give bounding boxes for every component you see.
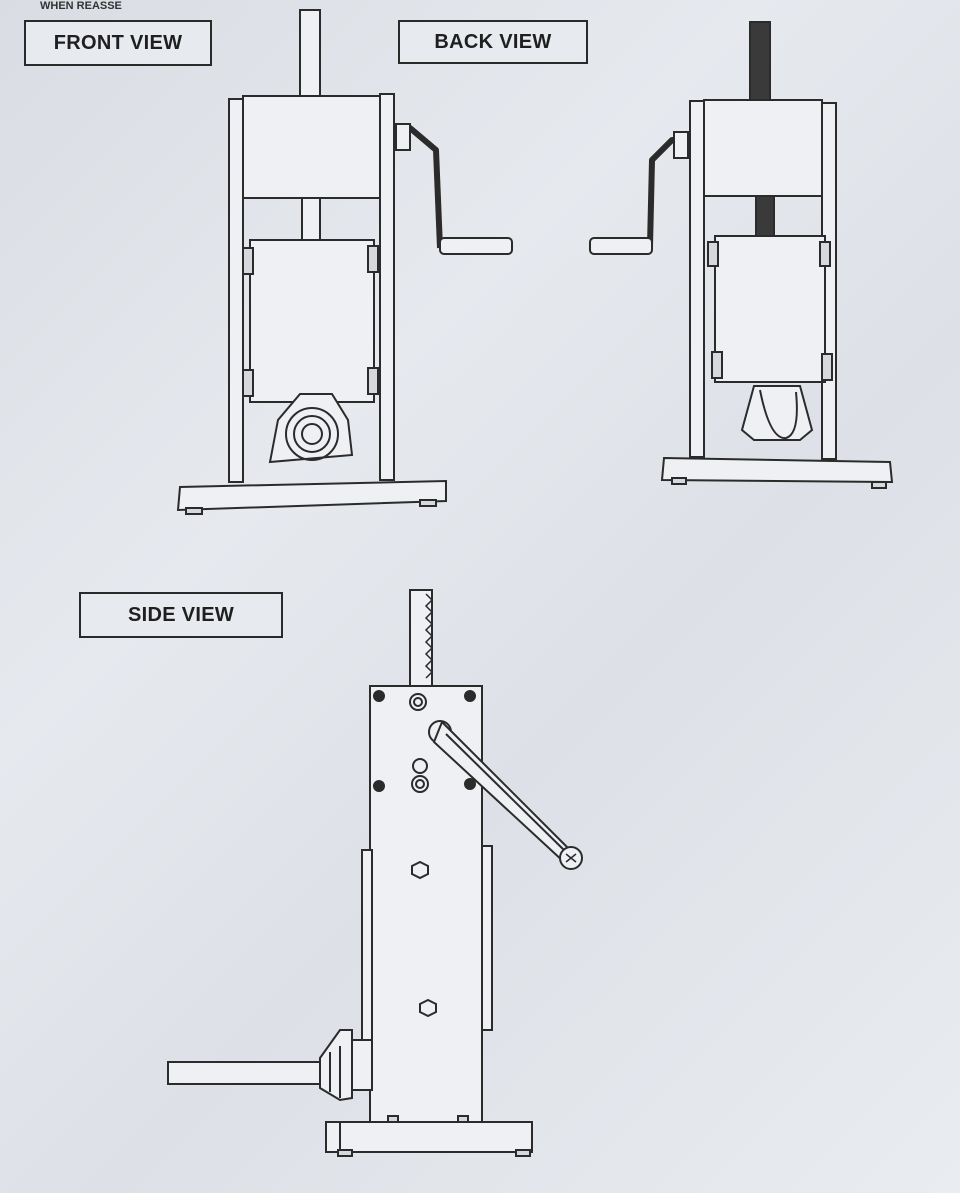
side-view-drawing (167, 589, 583, 1157)
cut-off-header-text: WHEN REASSE (40, 0, 122, 12)
front-view-label: FRONT VIEW (24, 20, 212, 66)
front-view-drawing (176, 9, 513, 515)
back-view-drawing (589, 21, 894, 489)
back-view-label: BACK VIEW (398, 20, 588, 64)
side-view-label: SIDE VIEW (79, 592, 283, 638)
